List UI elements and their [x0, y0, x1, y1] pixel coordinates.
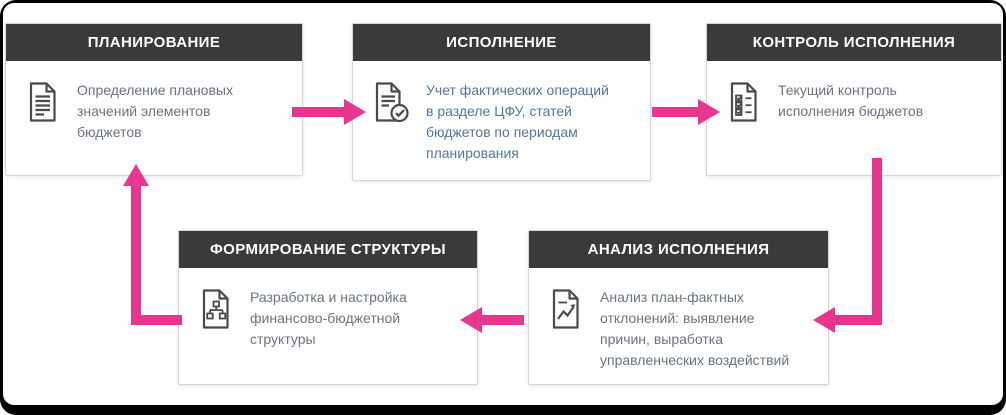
arrowhead-right-icon [344, 99, 366, 125]
arrowhead-left-icon [813, 307, 835, 333]
box-control-header: КОНТРОЛЬ ИСПОЛНЕНИЯ [707, 24, 1001, 61]
box-analysis-header: АНАЛИЗ ИСПОЛНЕНИЯ [529, 231, 828, 268]
arrowhead-right-icon [698, 99, 720, 125]
document-hierarchy-icon [199, 289, 233, 334]
box-execution-title: ИСПОЛНЕНИЕ [446, 34, 557, 51]
arrowhead-up-icon [123, 164, 149, 186]
box-control-title: КОНТРОЛЬ ИСПОЛНЕНИЯ [752, 34, 956, 51]
arrow-segment [131, 185, 141, 325]
box-control: КОНТРОЛЬ ИСПОЛНЕНИЯ Текущий кон [706, 23, 1002, 176]
box-planning-header: ПЛАНИРОВАНИЕ [6, 24, 302, 61]
document-lines-icon [26, 82, 60, 127]
box-execution-description: Учет фактических операций в разделе ЦФУ,… [426, 82, 609, 161]
arrow-segment [292, 107, 346, 117]
box-analysis-title: АНАЛИЗ ИСПОЛНЕНИЯ [587, 241, 770, 258]
box-analysis: АНАЛИЗ ИСПОЛНЕНИЯ Анализ план-фактных от… [528, 230, 829, 385]
arrow-segment [872, 158, 882, 325]
box-analysis-body: Анализ план-фактных отклонений: выявлени… [529, 268, 828, 384]
box-structure-body: Разработка и настройка финансово-бюджетн… [179, 268, 477, 384]
box-structure-description: Разработка и настройка финансово-бюджетн… [250, 289, 407, 347]
box-execution-body: Учет фактических операций в разделе ЦФУ,… [353, 61, 650, 180]
document-chart-icon [549, 289, 583, 334]
box-planning-body: Определение плановых значений элементов … [6, 61, 302, 175]
document-checklist-icon [727, 82, 761, 127]
arrow-segment [131, 315, 182, 325]
box-control-description: Текущий контроль исполнения бюджетов [778, 82, 924, 119]
box-planning: ПЛАНИРОВАНИЕ Определение плановых значен… [5, 23, 303, 176]
arrowhead-left-icon [460, 307, 482, 333]
box-planning-title: ПЛАНИРОВАНИЕ [87, 34, 221, 51]
arrow-segment [481, 315, 524, 325]
box-execution: ИСПОЛНЕНИЕ Учет фактических операций в р… [352, 23, 651, 181]
box-control-body: Текущий контроль исполнения бюджетов [707, 61, 1001, 175]
arrow-segment [652, 107, 700, 117]
document-check-icon [373, 82, 409, 129]
box-structure-header: ФОРМИРОВАНИЕ СТРУКТУРЫ [179, 231, 477, 268]
box-execution-header: ИСПОЛНЕНИЕ [353, 24, 650, 61]
box-planning-description: Определение плановых значений элементов … [77, 82, 233, 140]
box-structure: ФОРМИРОВАНИЕ СТРУКТУРЫ Разработка и наст… [178, 230, 478, 385]
arrow-segment [834, 315, 882, 325]
box-structure-title: ФОРМИРОВАНИЕ СТРУКТУРЫ [209, 241, 446, 258]
box-analysis-description: Анализ план-фактных отклонений: выявлени… [600, 289, 790, 368]
